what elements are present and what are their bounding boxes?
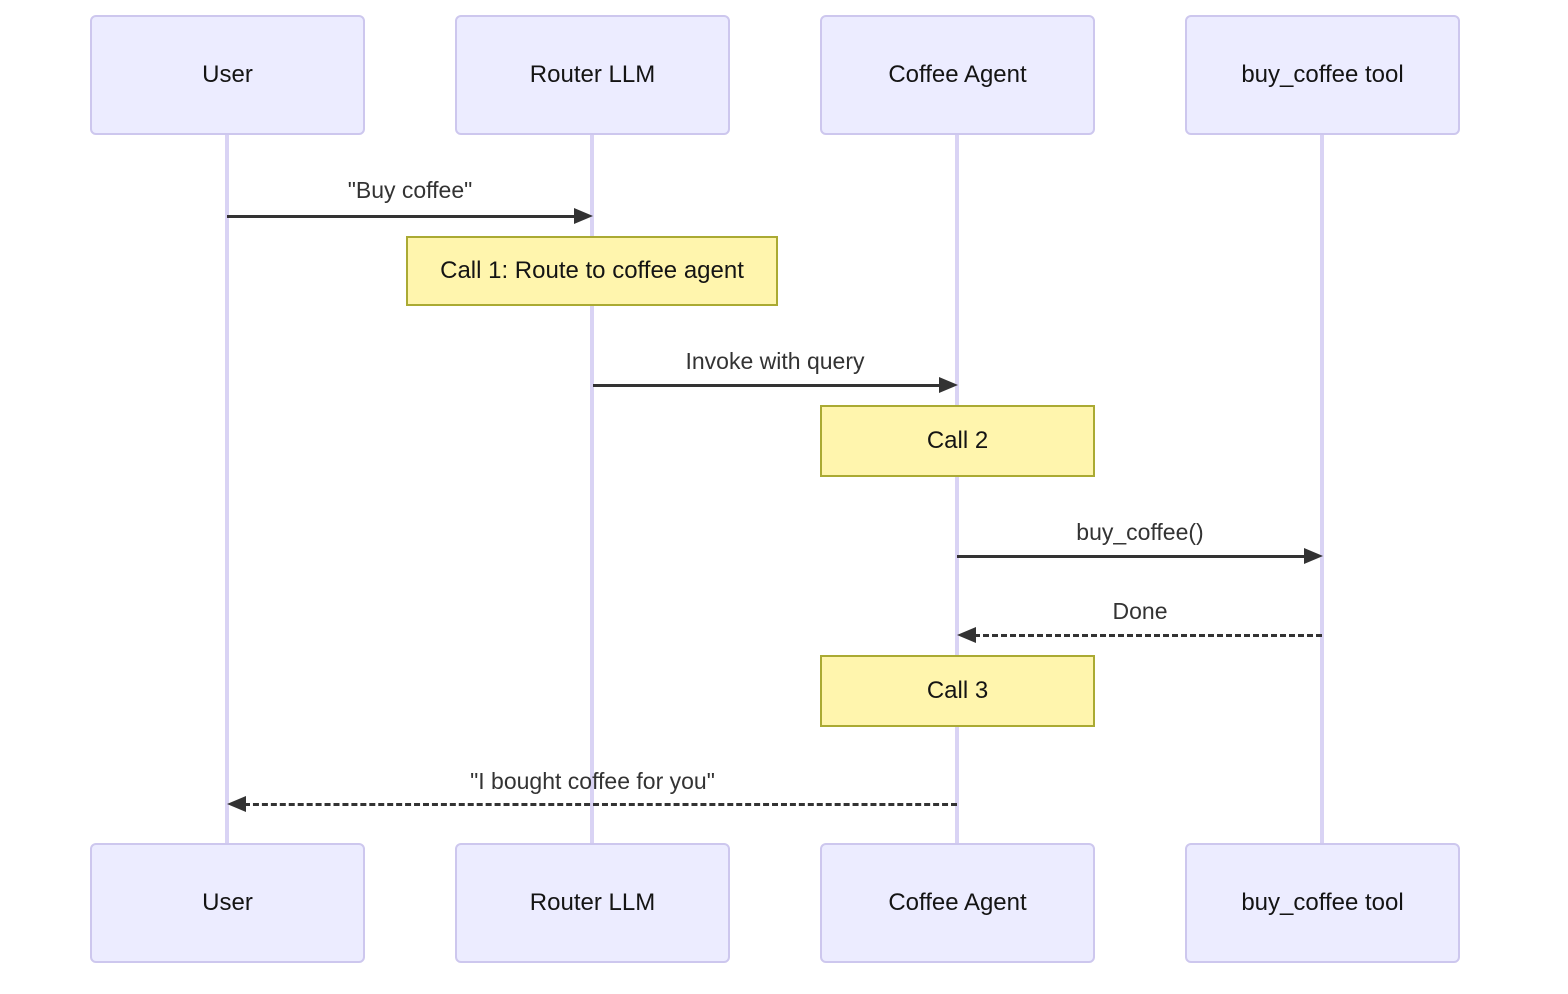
note-call-3: Call 3	[820, 655, 1095, 727]
arrowhead-left-icon	[227, 796, 246, 812]
message-line-buy-coffee-call	[957, 555, 1306, 558]
message-line-invoke-with-query	[593, 384, 941, 387]
participant-label: Coffee Agent	[888, 889, 1027, 916]
note-call-1: Call 1: Route to coffee agent	[406, 236, 778, 306]
participant-label: Router LLM	[529, 61, 656, 88]
lifeline-router-llm	[590, 134, 594, 846]
arrowhead-right-icon	[939, 377, 958, 393]
participant-label: buy_coffee tool	[1241, 889, 1404, 916]
participant-coffee-agent-bottom: Coffee Agent	[820, 843, 1095, 963]
message-label-buy-coffee: "Buy coffee"	[347, 177, 473, 203]
participant-buy-coffee-tool-top: buy_coffee tool	[1185, 15, 1460, 135]
arrowhead-right-icon	[574, 208, 593, 224]
message-label-done: Done	[1112, 598, 1168, 624]
message-label-buy-coffee-call: buy_coffee()	[1076, 519, 1204, 545]
participant-user-bottom: User	[90, 843, 365, 963]
message-label-bought-coffee: "I bought coffee for you"	[470, 768, 715, 794]
participant-label: Coffee Agent	[888, 61, 1027, 88]
participant-buy-coffee-tool-bottom: buy_coffee tool	[1185, 843, 1460, 963]
participant-router-llm-top: Router LLM	[455, 15, 730, 135]
message-label-invoke-with-query: Invoke with query	[685, 348, 865, 374]
note-call-2: Call 2	[820, 405, 1095, 477]
message-line-buy-coffee	[227, 215, 577, 218]
lifeline-coffee-agent	[955, 134, 959, 846]
message-line-bought-coffee	[244, 803, 957, 806]
participant-coffee-agent-top: Coffee Agent	[820, 15, 1095, 135]
participant-user-top: User	[90, 15, 365, 135]
arrowhead-left-icon	[957, 627, 976, 643]
participant-router-llm-bottom: Router LLM	[455, 843, 730, 963]
participant-label: User	[202, 889, 253, 916]
message-line-done	[974, 634, 1322, 637]
participant-label: Router LLM	[529, 889, 656, 916]
lifeline-buy-coffee-tool	[1320, 134, 1324, 846]
arrowhead-right-icon	[1304, 548, 1323, 564]
participant-label: buy_coffee tool	[1241, 61, 1404, 88]
lifeline-user	[225, 134, 229, 846]
participant-label: User	[202, 61, 253, 88]
